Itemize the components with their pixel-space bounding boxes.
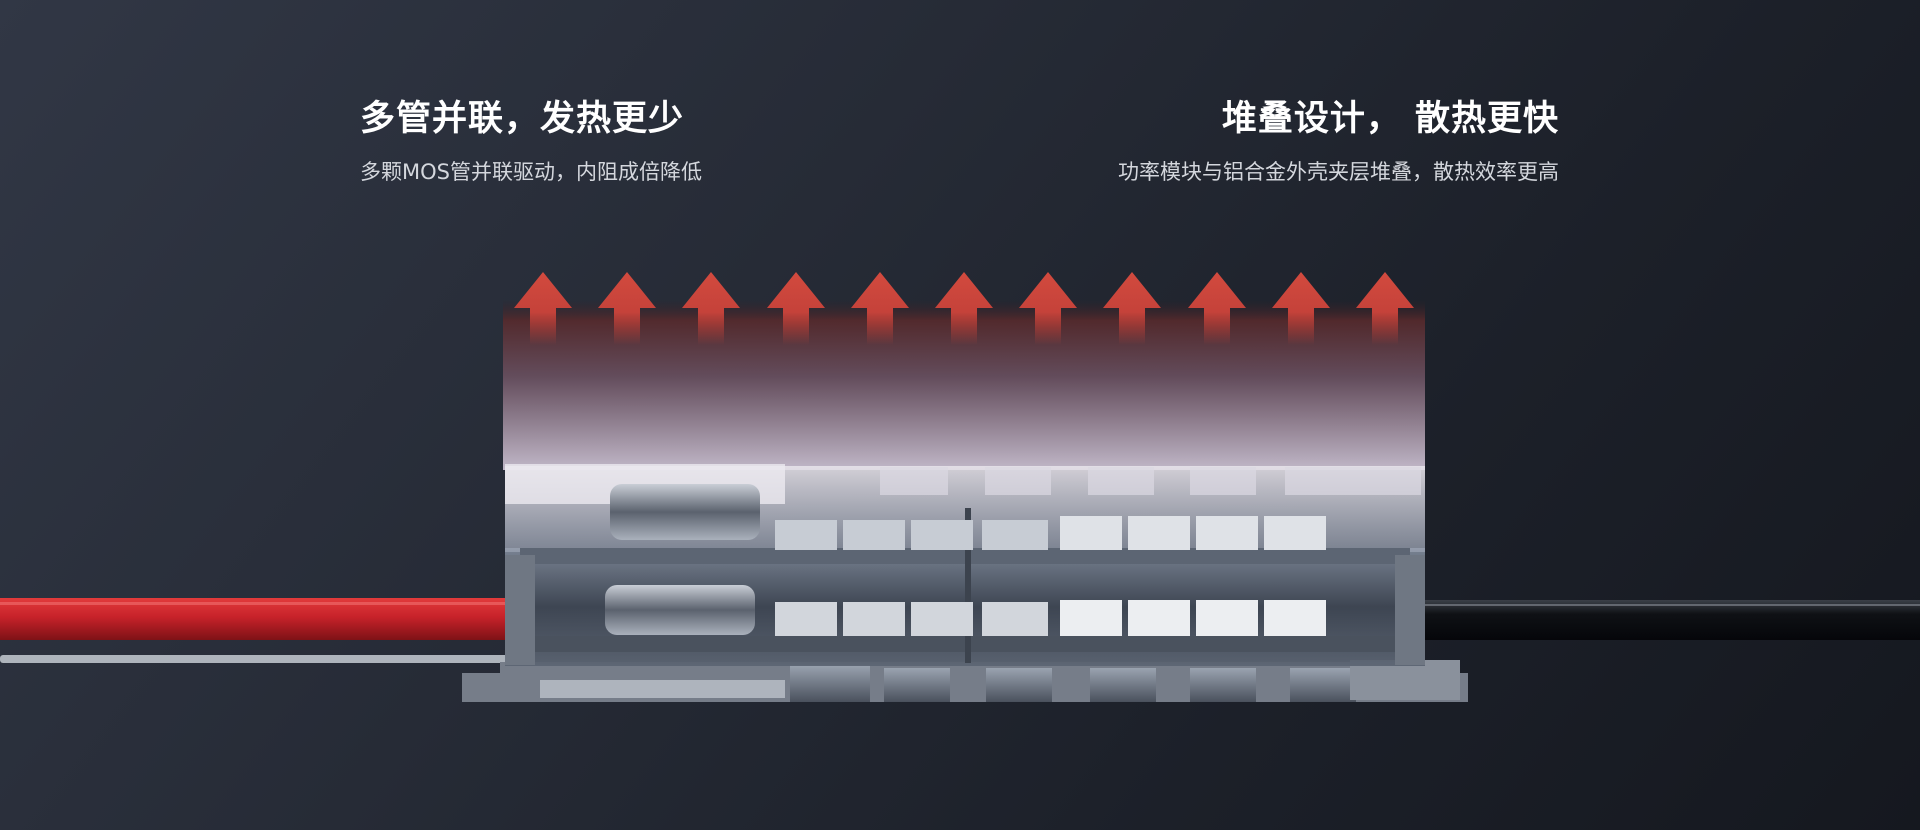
heat-arrow-icon	[682, 272, 740, 345]
heat-arrow-icon	[1188, 272, 1246, 345]
heat-arrow-icon	[598, 272, 656, 345]
capacitor	[605, 585, 755, 635]
right-terminal	[1395, 555, 1425, 665]
heat-arrow-icon	[1103, 272, 1161, 345]
heat-arrow-icon	[1019, 272, 1077, 345]
mosfet-array	[775, 516, 1326, 636]
left-terminal	[505, 555, 535, 665]
black-wire	[1420, 600, 1920, 640]
heat-arrow-icon	[767, 272, 825, 345]
signal-wire	[0, 655, 520, 663]
heat-arrow-icon	[514, 272, 572, 345]
heat-arrow-icon	[851, 272, 909, 345]
power-wires	[0, 598, 1920, 663]
heat-arrow-icon	[1272, 272, 1330, 345]
right-feature-subtitle: 功率模块与铝合金外壳夹层堆叠，散热效率更高	[1118, 160, 1559, 184]
aluminum-heatsink	[462, 660, 1468, 702]
left-feature-title: 多管并联，发热更少	[360, 99, 685, 139]
capacitors	[605, 484, 760, 635]
left-feature-subtitle: 多颗MOS管并联驱动，内阻成倍降低	[360, 160, 702, 184]
heat-arrow-icon	[1356, 272, 1414, 345]
capacitor	[610, 484, 760, 540]
heat-arrows	[514, 272, 1414, 345]
heat-arrow-icon	[935, 272, 993, 345]
right-feature-title: 堆叠设计， 散热更快	[1221, 99, 1559, 139]
